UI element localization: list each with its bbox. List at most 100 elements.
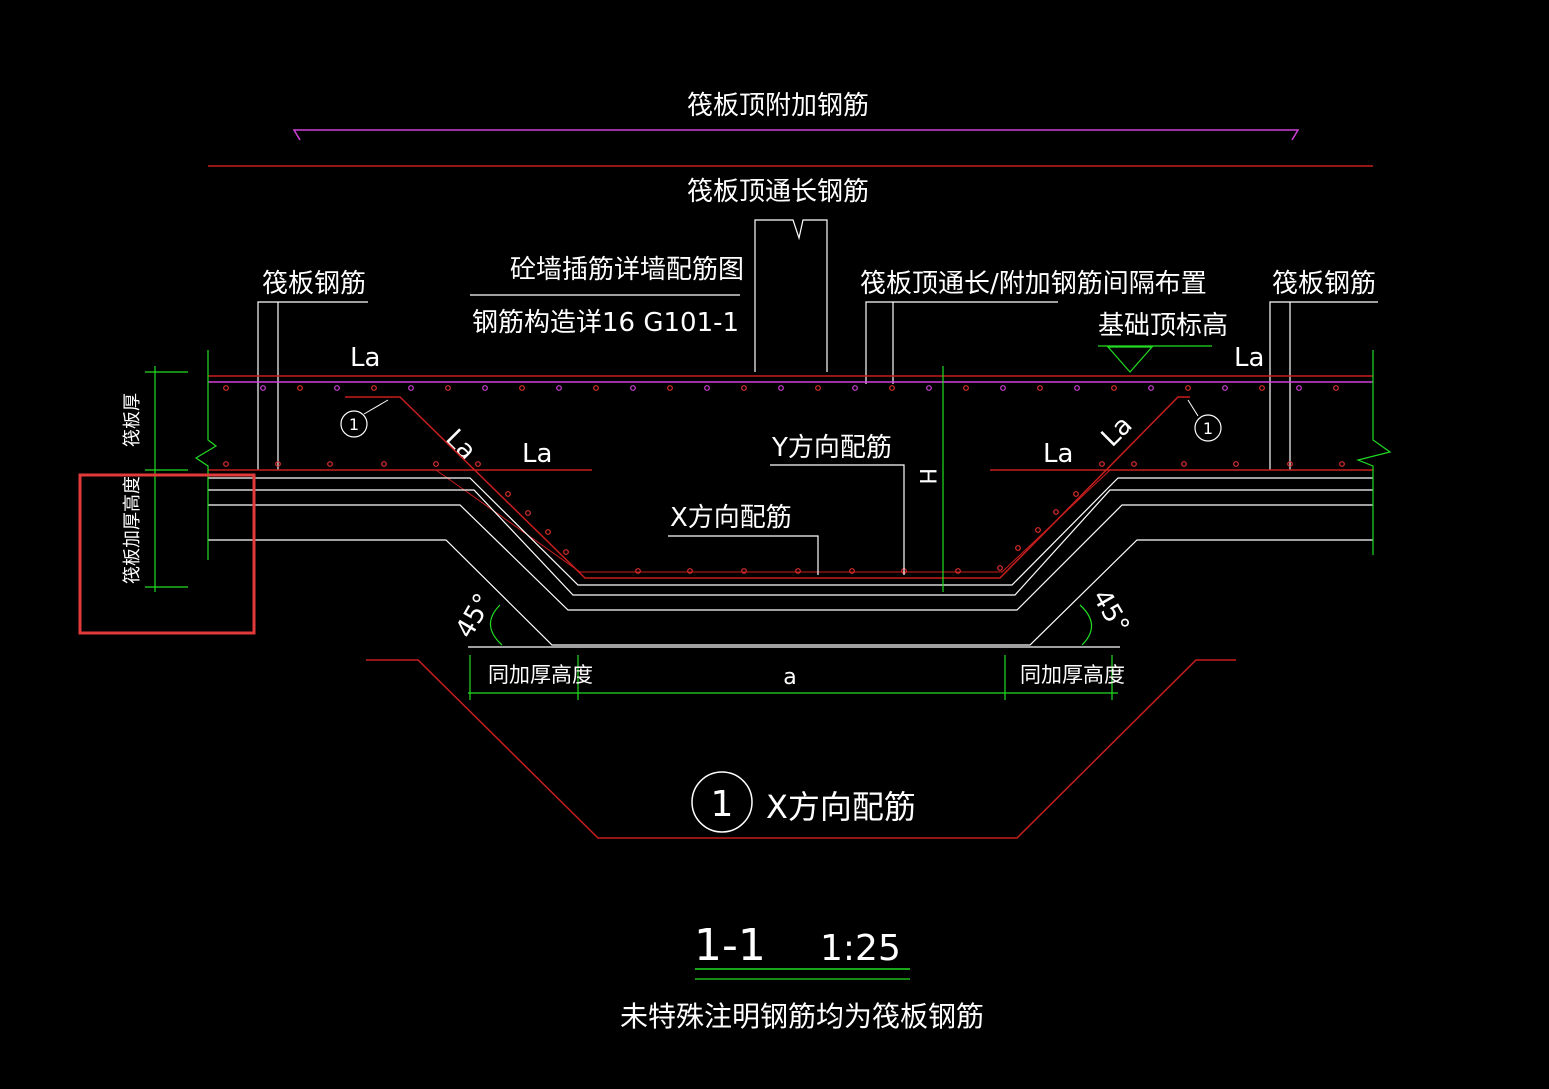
section-line-4 (208, 539, 1373, 646)
leader-y-dir (770, 464, 905, 575)
section-line-1 (208, 477, 1373, 586)
break-line-right (1356, 350, 1392, 555)
break-line-left (194, 350, 218, 560)
top-rebar-dot (1111, 385, 1117, 391)
top-rebar-dot (408, 385, 414, 391)
bottom-rebar-dot (1131, 461, 1137, 467)
label-alternate: 筏板顶通长/附加钢筋间隔布置 (860, 269, 1207, 299)
marker-num-left: 1 (349, 415, 359, 434)
detail-rebar-shape (366, 659, 1236, 839)
bottom-rebar-dot (955, 568, 961, 574)
top-rebar-dot (704, 385, 710, 391)
top-rebar-dot (630, 385, 636, 391)
top-rebar-dot (223, 385, 229, 391)
top-rebar-dot (889, 385, 895, 391)
bottom-rebar-dot (1287, 461, 1293, 467)
label-x-dir: X方向配筋 (670, 503, 792, 533)
pit-x-rebar (345, 396, 1190, 579)
marker-leader-left (363, 399, 389, 415)
label-la-slope-left: La (439, 424, 482, 467)
top-through-leader (754, 219, 828, 372)
section-line-3 (208, 504, 1373, 611)
marker-num-right: 1 (1203, 419, 1213, 438)
bottom-rebar-dot (849, 568, 855, 574)
top-rebar-dot (1185, 385, 1191, 391)
top-rebar-dot (334, 385, 340, 391)
top-rebar-dot (963, 385, 969, 391)
marker-circle-left (340, 410, 368, 438)
label-la-bottom-right: La (1043, 439, 1073, 469)
bottom-rebar-dot (1015, 545, 1021, 551)
label-h: H (914, 468, 939, 485)
bottom-rebar-dot (505, 491, 511, 497)
label-thickened-height: 筏板加厚高度 (122, 476, 143, 584)
top-rebar-dot (1296, 385, 1302, 391)
bottom-rebar-dot (1181, 461, 1187, 467)
top-rebar-dot (1222, 385, 1228, 391)
label-la-top-right: La (1234, 343, 1264, 373)
top-rebar-dot (371, 385, 377, 391)
label-la-slope-right: La (1096, 410, 1139, 453)
top-rebar-dot (741, 385, 747, 391)
legend-circle (691, 771, 753, 833)
top-additional-rebar-line (292, 129, 1300, 141)
leader-raft-rebar-right (1269, 301, 1378, 470)
angle-arc-right (1079, 604, 1093, 646)
bottom-rebar-dot (563, 549, 569, 555)
bottom-rebar-dot (687, 568, 693, 574)
top-rebar-dot (778, 385, 784, 391)
bottom-rebar-dot (741, 568, 747, 574)
legend-text: X方向配筋 (766, 788, 916, 826)
bottom-rebar-dot (997, 565, 1003, 571)
label-angle-right: 45° (1086, 585, 1135, 640)
label-raft-rebar-right: 筏板钢筋 (1272, 269, 1376, 299)
top-rebar-dot (1037, 385, 1043, 391)
label-a: a (783, 665, 796, 690)
bottom-rebar-dot (1073, 491, 1079, 497)
bottom-rebar-dot (1339, 461, 1345, 467)
bottom-rebar-dot (1053, 509, 1059, 515)
bottom-rebar-dot (327, 461, 333, 467)
label-angle-left: 45° (450, 589, 499, 644)
bottom-rebar-dot (545, 529, 551, 535)
leader-x-dir (668, 535, 819, 575)
top-rebar-dot (815, 385, 821, 391)
bottom-rebar-dot (381, 461, 387, 467)
bottom-rebar-dot (1233, 461, 1239, 467)
top-rebar-dot (1074, 385, 1080, 391)
pit-x-rebar-inner (435, 469, 1111, 573)
section-line-2 (208, 489, 1373, 596)
label-rebar-detail: 钢筋构造详16 G101-1 (472, 308, 739, 338)
bottom-rebar-dot (1035, 527, 1041, 533)
highlight-box (78, 473, 256, 635)
top-rebar-dot (1259, 385, 1265, 391)
marker-circle-right (1194, 414, 1222, 442)
leader-alternate (865, 301, 1058, 384)
section-scale: 1:25 (820, 928, 901, 969)
top-rebar-dot (667, 385, 673, 391)
label-raft-rebar-left: 筏板钢筋 (262, 269, 366, 299)
leader-raft-rebar-left (257, 301, 368, 470)
label-raft-thickness: 筏板厚 (122, 393, 143, 447)
label-top-additional: 筏板顶附加钢筋 (687, 91, 869, 121)
bottom-rebar-dot (433, 461, 439, 467)
top-rebar-dot (926, 385, 932, 391)
elevation-triangle (1106, 346, 1154, 373)
top-rebar-dot (482, 385, 488, 391)
label-same-thick-right: 同加厚高度 (1020, 663, 1125, 687)
top-rebar-dot (519, 385, 525, 391)
bottom-rebar-dot (223, 461, 229, 467)
angle-arc-left (489, 604, 503, 646)
label-y-dir: Y方向配筋 (771, 433, 892, 463)
bottom-rebar-dot (475, 461, 481, 467)
bottom-rebar-dot (795, 568, 801, 574)
label-top-through: 筏板顶通长钢筋 (687, 177, 869, 207)
label-wall-dowel: 砼墙插筋详墙配筋图 (510, 255, 744, 285)
bottom-rebar-dots (223, 461, 1345, 574)
marker-leader-right (1187, 399, 1199, 417)
top-rebar-dots (223, 385, 1339, 391)
note-text: 未特殊注明钢筋均为筏板钢筋 (620, 1000, 984, 1033)
top-rebar-dot (593, 385, 599, 391)
label-same-thick-left: 同加厚高度 (488, 663, 593, 687)
